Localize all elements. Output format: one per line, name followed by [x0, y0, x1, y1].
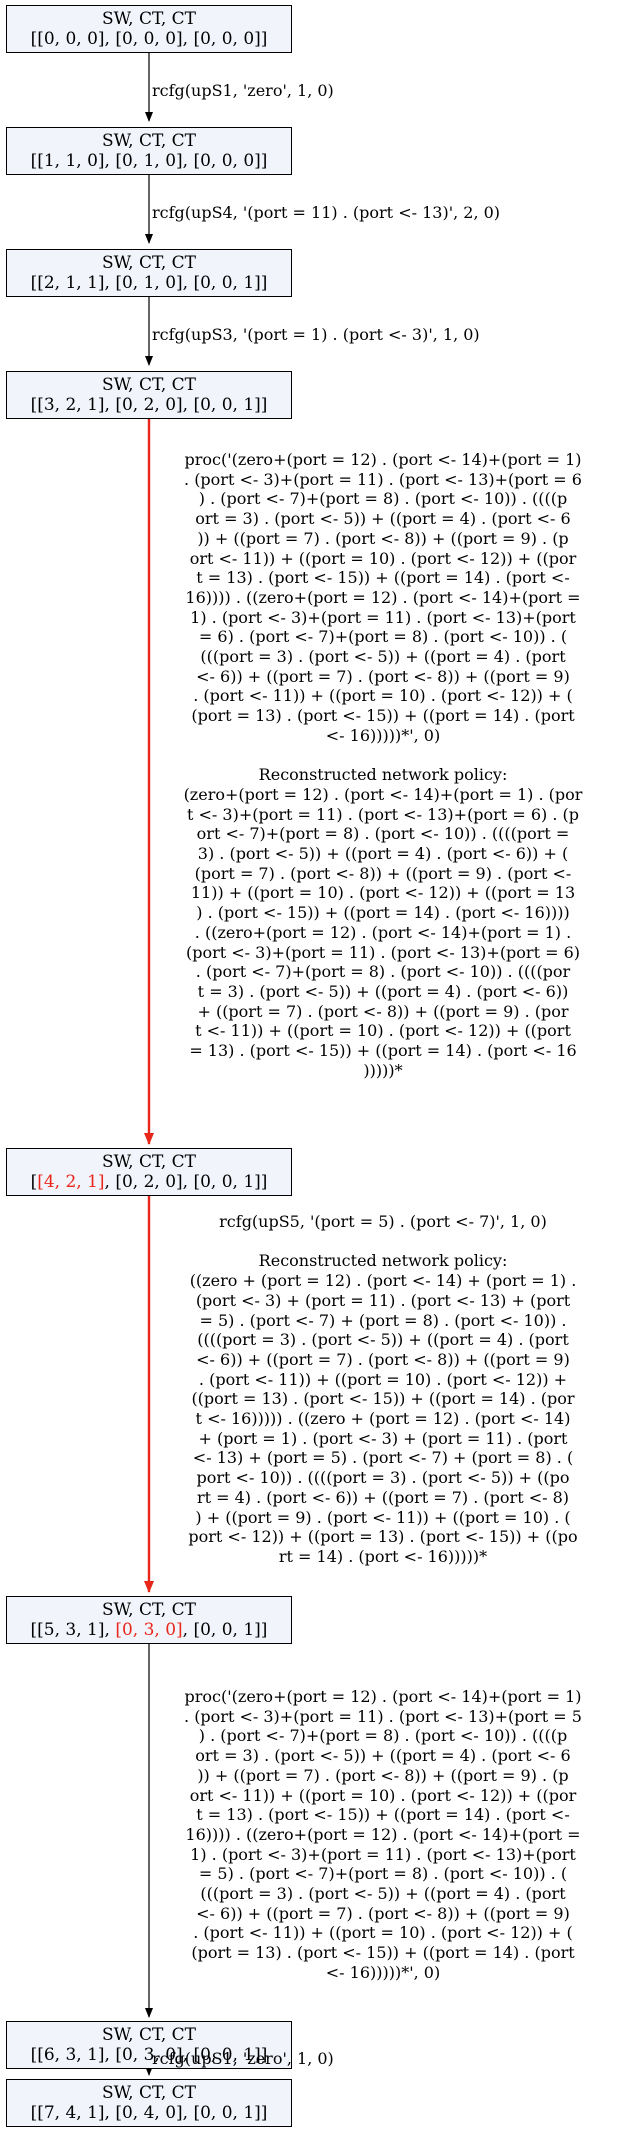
node-title: SW, CT, CT [102, 131, 196, 151]
state-node-1: SW, CT, CT [[1, 1, 0], [0, 1, 0], [0, 0,… [6, 127, 292, 175]
policy-line: ((((port = 3) . (port <- 5)) + ((port = … [197, 1330, 569, 1350]
edge-label-line: . (port <- 11)) + ((port = 10) . (port <… [193, 1923, 573, 1943]
state-node-6: SW, CT, CT [[6, 3, 1], [0, 3, 0], [0, 0,… [6, 2021, 292, 2069]
policy-line: port <- 10)) . ((((port = 3) . (port <- … [196, 1468, 570, 1488]
edge-label-line: . (port <- 3)+(port = 11) . (port <- 13)… [184, 1706, 582, 1726]
policy-line: ort <- 7)+(port = 8) . (port <- 10)) . (… [196, 824, 570, 844]
edge-label-line: = 6) . (port <- 7)+(port = 8) . (port <-… [198, 627, 568, 647]
policy-line: 3) . (port <- 5)) + ((port = 4) . (port … [197, 844, 569, 864]
edge-label-line: 1) . (port <- 3)+(port = 11) . (port <- … [190, 1844, 576, 1864]
node-title: SW, CT, CT [102, 9, 196, 29]
policy-line: Reconstructed network policy: [258, 1251, 508, 1271]
state-node-5: SW, CT, CT [[5, 3, 1], [0, 3, 0], [0, 0,… [6, 1596, 292, 1644]
edge-label-4: proc('(zero+(port = 12) . (port <- 14)+(… [146, 450, 620, 1080]
policy-line: = 5) . (port <- 7) + (port = 8) . (port … [199, 1310, 567, 1330]
policy-line: ) . (port <- 15)) + ((port = 14) . (port… [196, 903, 570, 923]
edge-label-1: rcfg(upS1, 'zero', 1, 0) [152, 81, 334, 100]
policy-line: ) + ((port = 9) . (port <- 11)) + ((port… [195, 1507, 571, 1527]
edge-label-line: )) + ((port = 7) . (port <- 8)) + ((port… [197, 528, 569, 548]
edge-label-line: (((port = 3) . (port <- 5)) + ((port = 4… [200, 647, 566, 667]
edge-label-line: (((port = 3) . (port <- 5)) + ((port = 4… [200, 1884, 566, 1904]
edge-label-line: <- 6)) + ((port = 7) . (port <- 8)) + ((… [196, 1903, 570, 1923]
node-state: [[2, 1, 1], [0, 1, 0], [0, 0, 1]] [30, 273, 268, 293]
node-state: [[7, 4, 1], [0, 4, 0], [0, 0, 1]] [30, 2103, 268, 2123]
node-state: [[5, 3, 1], [0, 3, 0], [0, 0, 1]] [30, 1620, 268, 1640]
edge-label-5: rcfg(upS5, '(port = 5) . (port <- 7)', 1… [146, 1212, 620, 1567]
reconstructed-policy: Reconstructed network policy:((zero + (p… [146, 1251, 620, 1566]
edge-label-6: proc('(zero+(port = 12) . (port <- 14)+(… [146, 1687, 620, 1983]
state-node-4: SW, CT, CT [[4, 2, 1], [0, 2, 0], [0, 0,… [6, 1148, 292, 1196]
policy-line: port <- 12)) + ((port = 13) . (port <- 1… [188, 1527, 578, 1547]
edge-label-line: ) . (port <- 7)+(port = 8) . (port <- 10… [198, 489, 568, 509]
policy-line: <- 6)) + ((port = 7) . (port <- 8)) + ((… [196, 1349, 570, 1369]
node-title: SW, CT, CT [102, 2025, 196, 2045]
policy-line: rt = 14) . (port <- 16)))))* [278, 1546, 488, 1566]
edge-label-line: = 5) . (port <- 7)+(port = 8) . (port <-… [198, 1864, 568, 1884]
edge-label-line: ort <- 11)) + ((port = 10) . (port <- 12… [189, 1785, 577, 1805]
node-state: [[0, 0, 0], [0, 0, 0], [0, 0, 0]] [30, 29, 268, 49]
highlighted-change: [0, 3, 0] [115, 1620, 183, 1640]
node-title: SW, CT, CT [102, 1152, 196, 1172]
edge-label-line: ort = 3) . (port <- 5)) + ((port = 4) . … [195, 1746, 571, 1766]
edge-label-line: <- 16)))))*', 0) [325, 1962, 441, 1982]
policy-line: t <- 16))))) . ((zero + (port = 12) . (p… [195, 1409, 571, 1429]
edge-label-line: proc('(zero+(port = 12) . (port <- 14)+(… [184, 1687, 582, 1706]
policy-line: . ((zero+(port = 12) . (port <- 14)+(por… [194, 922, 572, 942]
policy-line: 11)) + ((port = 10) . (port <- 12)) + ((… [190, 883, 576, 903]
state-node-3: SW, CT, CT [[3, 2, 1], [0, 2, 0], [0, 0,… [6, 371, 292, 419]
policy-line: <- 13) + (port = 5) . (port <- 7) + (por… [192, 1448, 574, 1468]
edge-label-line: ort = 3) . (port <- 5)) + ((port = 4) . … [195, 509, 571, 529]
policy-line: t <- 11)) + ((port = 10) . (port <- 12))… [195, 1021, 571, 1041]
state-node-0: SW, CT, CT [[0, 0, 0], [0, 0, 0], [0, 0,… [6, 5, 292, 53]
edge-label-line: ) . (port <- 7)+(port = 8) . (port <- 10… [198, 1726, 568, 1746]
policy-line: . (port <- 11)) + ((port = 10) . (port <… [198, 1369, 568, 1389]
edge-label-line: ort <- 11)) + ((port = 10) . (port <- 12… [189, 548, 577, 568]
policy-line: ((zero + (port = 12) . (port <- 14) + (p… [189, 1271, 577, 1291]
node-title: SW, CT, CT [102, 253, 196, 273]
node-title: SW, CT, CT [102, 2083, 196, 2103]
node-state: [[3, 2, 1], [0, 2, 0], [0, 0, 1]] [30, 395, 268, 415]
edge-label-line: 1) . (port <- 3)+(port = 11) . (port <- … [190, 607, 576, 627]
state-node-7: SW, CT, CT [[7, 4, 1], [0, 4, 0], [0, 0,… [6, 2079, 292, 2127]
edge-label-7: rcfg(upS1, 'zero', 1, 0) [152, 2049, 334, 2068]
edge-label-line: . (port <- 11)) + ((port = 10) . (port <… [193, 686, 573, 706]
edge-label-line: t = 13) . (port <- 15)) + ((port = 14) .… [196, 568, 570, 588]
policy-line: )))))* [363, 1060, 403, 1080]
edge-label-line: <- 6)) + ((port = 7) . (port <- 8)) + ((… [196, 666, 570, 686]
edge-label-line: <- 16)))))*', 0) [325, 725, 441, 745]
highlighted-change: [4, 2, 1] [37, 1172, 105, 1192]
reconstructed-policy: Reconstructed network policy:(zero+(port… [146, 765, 620, 1080]
edge-label-line: (port = 13) . (port <- 15)) + ((port = 1… [191, 706, 575, 726]
node-state: [[6, 3, 1], [0, 3, 0], [0, 0, 1]] [30, 2045, 268, 2065]
edge-label-line: t = 13) . (port <- 15)) + ((port = 14) .… [196, 1805, 570, 1825]
edge-label-line: rcfg(upS5, '(port = 5) . (port <- 7)', 1… [219, 1212, 547, 1231]
node-state: [[1, 1, 0], [0, 1, 0], [0, 0, 0]] [30, 151, 268, 171]
policy-line: (port = 7) . (port <- 8)) + ((port = 9) … [194, 863, 572, 883]
node-title: SW, CT, CT [102, 1600, 196, 1620]
edge-label-2: rcfg(upS4, '(port = 11) . (port <- 13)',… [152, 203, 501, 222]
policy-line: . (port <- 7)+(port = 8) . (port <- 10))… [195, 962, 571, 982]
policy-line: t = 3) . (port <- 5)) + ((port = 4) . (p… [197, 981, 569, 1001]
state-node-2: SW, CT, CT [[2, 1, 1], [0, 1, 0], [0, 0,… [6, 249, 292, 297]
policy-line: ((port = 13) . (port <- 15)) + ((port = … [191, 1389, 575, 1409]
policy-line: (port <- 3) + (port = 11) . (port <- 13)… [195, 1290, 571, 1310]
node-state: [[4, 2, 1], [0, 2, 0], [0, 0, 1]] [30, 1172, 268, 1192]
edge-label-line: . (port <- 3)+(port = 11) . (port <- 13)… [184, 469, 582, 489]
policy-line: + (port = 1) . (port <- 3) + (port = 11)… [198, 1428, 568, 1448]
edge-label-line: 16)))) . ((zero+(port = 12) . (port <- 1… [185, 1824, 581, 1844]
edge-label-line: )) + ((port = 7) . (port <- 8)) + ((port… [197, 1765, 569, 1785]
policy-line: + ((port = 7) . (port <- 8)) + ((port = … [197, 1001, 569, 1021]
edge-label-3: rcfg(upS3, '(port = 1) . (port <- 3)', 1… [152, 325, 480, 344]
policy-line: rt = 4) . (port <- 6)) + ((port = 7) . (… [196, 1487, 570, 1507]
policy-line: = 13) . (port <- 15)) + ((port = 14) . (… [189, 1041, 577, 1061]
policy-line: t <- 3)+(port = 11) . (port <- 13)+(port… [187, 804, 579, 824]
policy-line: (zero+(port = 12) . (port <- 14)+(port =… [183, 784, 583, 804]
edge-label-line: 16)))) . ((zero+(port = 12) . (port <- 1… [185, 587, 581, 607]
edge-label-line: proc('(zero+(port = 12) . (port <- 14)+(… [184, 450, 582, 469]
edge-label-line: (port = 13) . (port <- 15)) + ((port = 1… [191, 1943, 575, 1963]
policy-line: Reconstructed network policy: [258, 765, 508, 785]
policy-line: (port <- 3)+(port = 11) . (port <- 13)+(… [185, 942, 581, 962]
node-title: SW, CT, CT [102, 375, 196, 395]
